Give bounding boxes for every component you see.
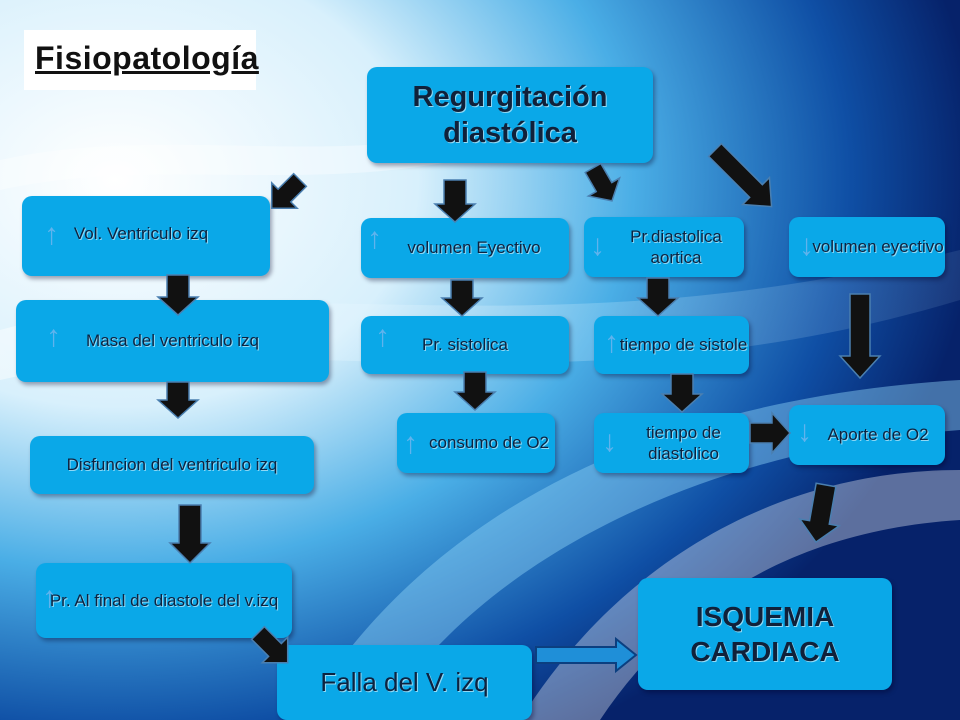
title-box — [24, 30, 256, 90]
arrow-regurgitacion-to-volumen-2 — [707, 142, 773, 208]
arrow-prsistolica-to-consumo — [453, 371, 497, 412]
node-isquemia-label: ISQUEMIA CARDIACA — [690, 601, 840, 667]
node-isquemia: ISQUEMIA CARDIACA — [638, 578, 892, 690]
up-indicator: ↑ — [46, 320, 61, 353]
up-indicator: ↑ — [604, 326, 619, 359]
node-tiempo-diastolico: ↓ tiempo de diastolico — [594, 413, 749, 473]
arrow-tiempo-sistole-to-diastolico — [660, 373, 704, 414]
up-indicator: ↑ — [42, 581, 57, 614]
up-indicator: ↑ — [44, 218, 59, 251]
node-pr-sistolica-label: Pr. sistolica — [422, 335, 508, 355]
arrow-falla-to-isquemia — [535, 636, 638, 674]
arrow-diastolico-to-aporte — [749, 411, 792, 455]
arrow-regurgitacion-to-vol — [270, 172, 308, 210]
node-volumen-eyectivo-1: ↑ volumen Eyectivo — [361, 218, 569, 278]
arrow-aporte-to-isquemia — [798, 482, 842, 544]
node-tiempo-sistole: ↑ tiempo de sistole — [594, 316, 749, 374]
node-masa-ventriculo: ↑ Masa del ventriculo izq — [16, 300, 329, 382]
node-falla: Falla del V. izq — [277, 645, 532, 720]
arrow-volumen-2-to-aporte — [838, 293, 882, 380]
node-aporte-o2-label: Aporte de O2 — [827, 425, 929, 445]
node-pr-sistolica: ↑ Pr. sistolica — [361, 316, 569, 374]
node-tiempo-sistole-label: tiempo de sistole — [619, 335, 748, 355]
node-volumen-eyectivo-2-label: volumen eyectivo — [812, 237, 944, 257]
down-indicator: ↓ — [602, 425, 617, 458]
node-pr-diastolica: ↓ Pr.diastolica aortica — [584, 217, 744, 277]
node-vol-ventriculo-label: Vol. Ventriculo izq — [73, 224, 209, 244]
node-masa-ventriculo-label: Masa del ventriculo izq — [86, 331, 259, 351]
node-regurgitacion: Regurgitación diastólica — [367, 67, 653, 163]
arrow-disfuncion-to-prfinal — [168, 504, 212, 565]
node-consumo-o2-label: consumo de O2 — [428, 433, 549, 453]
node-consumo-o2: ↑ consumo de O2 — [397, 413, 555, 473]
up-indicator: ↑ — [367, 222, 382, 255]
node-falla-label: Falla del V. izq — [320, 667, 489, 698]
up-indicator: ↑ — [375, 320, 390, 353]
arrow-vol-to-masa — [156, 274, 200, 317]
arrow-regurgitacion-to-volumen — [433, 179, 477, 224]
node-disfuncion: Disfuncion del ventriculo izq — [30, 436, 314, 494]
node-aporte-o2: ↓ Aporte de O2 — [789, 405, 945, 465]
down-indicator: ↓ — [590, 229, 605, 262]
arrow-volumen-to-prsistolica — [440, 279, 484, 318]
node-regurgitacion-label: Regurgitación diastólica — [412, 80, 608, 149]
down-indicator: ↓ — [797, 415, 812, 448]
node-pr-final-diastole-label: Pr. Al final de diastole del v.izq — [49, 590, 279, 610]
arrow-prdiastolica-to-tiempo-sistole — [636, 277, 680, 318]
arrow-prfinal-to-falla — [250, 625, 289, 664]
node-disfuncion-label: Disfuncion del ventriculo izq — [66, 455, 278, 475]
page-title: Fisiopatología — [35, 40, 259, 76]
arrow-regurgitacion-to-prdiastolica — [584, 162, 621, 202]
node-vol-ventriculo: ↑ Vol. Ventriculo izq — [22, 196, 270, 276]
node-pr-diastolica-label: Pr.diastolica aortica — [630, 226, 722, 267]
node-tiempo-diastolico-label: tiempo de diastolico — [646, 422, 721, 463]
down-indicator: ↓ — [799, 229, 814, 262]
arrow-masa-to-disfuncion — [156, 381, 200, 420]
up-indicator: ↑ — [403, 427, 418, 460]
node-volumen-eyectivo-2: ↓ volumen eyectivo — [789, 217, 945, 277]
node-volumen-eyectivo-1-label: volumen Eyectivo — [407, 238, 541, 258]
node-pr-final-diastole: ↑ Pr. Al final de diastole del v.izq — [36, 563, 292, 638]
